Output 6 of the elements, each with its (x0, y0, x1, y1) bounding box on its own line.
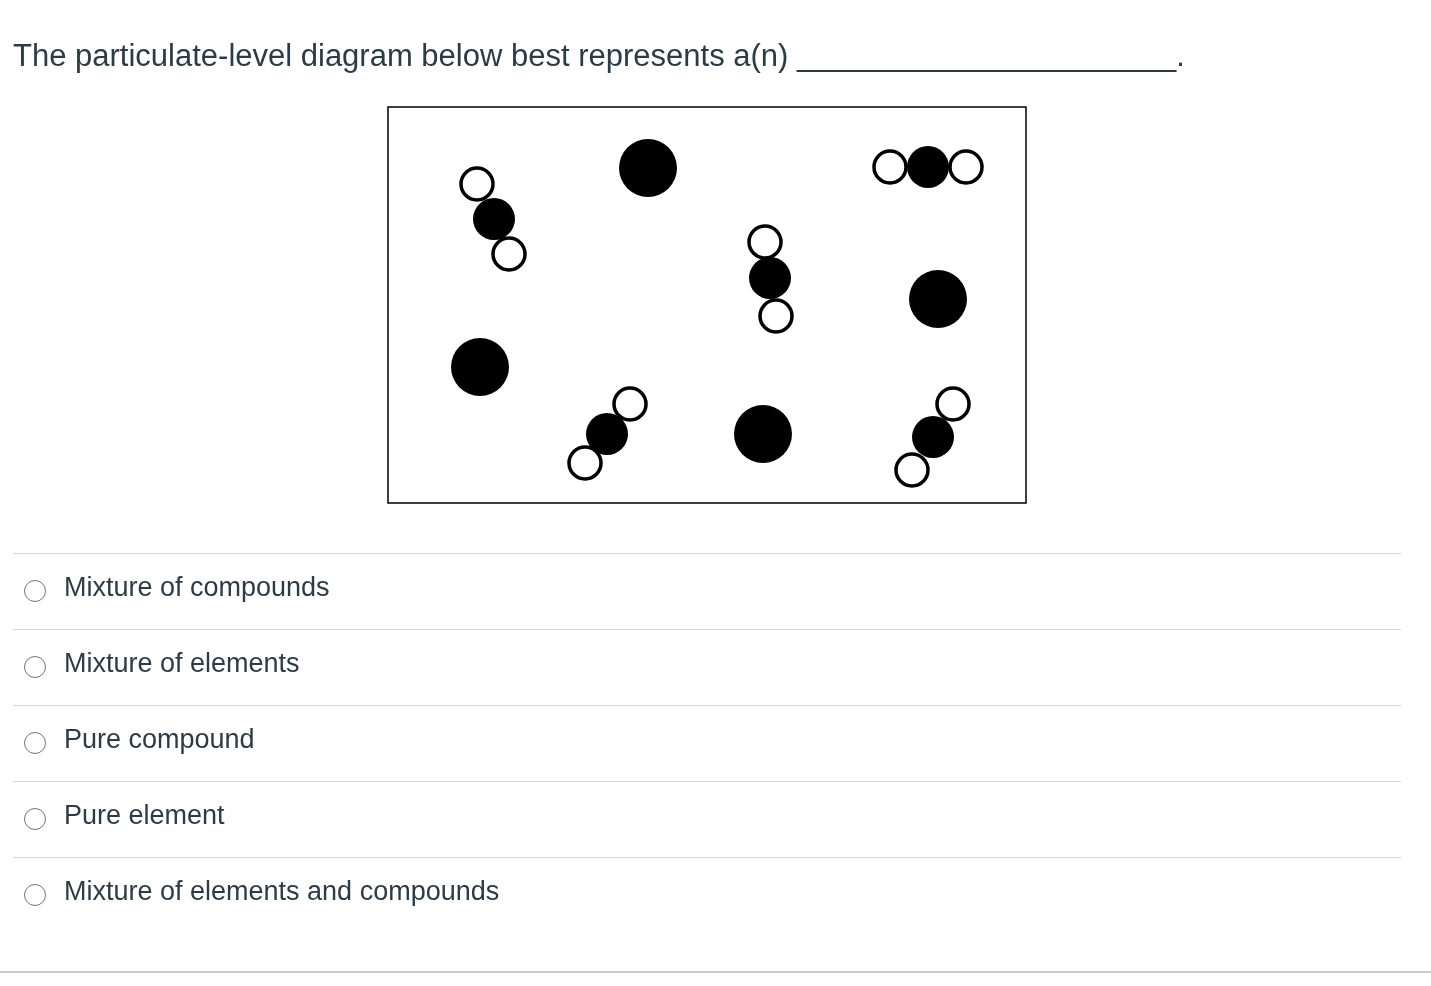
answer-option: Mixture of compounds (64, 572, 330, 603)
question-text: The particulate-level diagram below best represents a(n) ______________________. (13, 38, 1185, 74)
answer-option: Pure element (64, 800, 225, 831)
answer-option: Mixture of elements (64, 648, 300, 679)
answer-option: Mixture of elements and compounds (64, 876, 500, 907)
answer-option: Pure compound (64, 724, 255, 755)
